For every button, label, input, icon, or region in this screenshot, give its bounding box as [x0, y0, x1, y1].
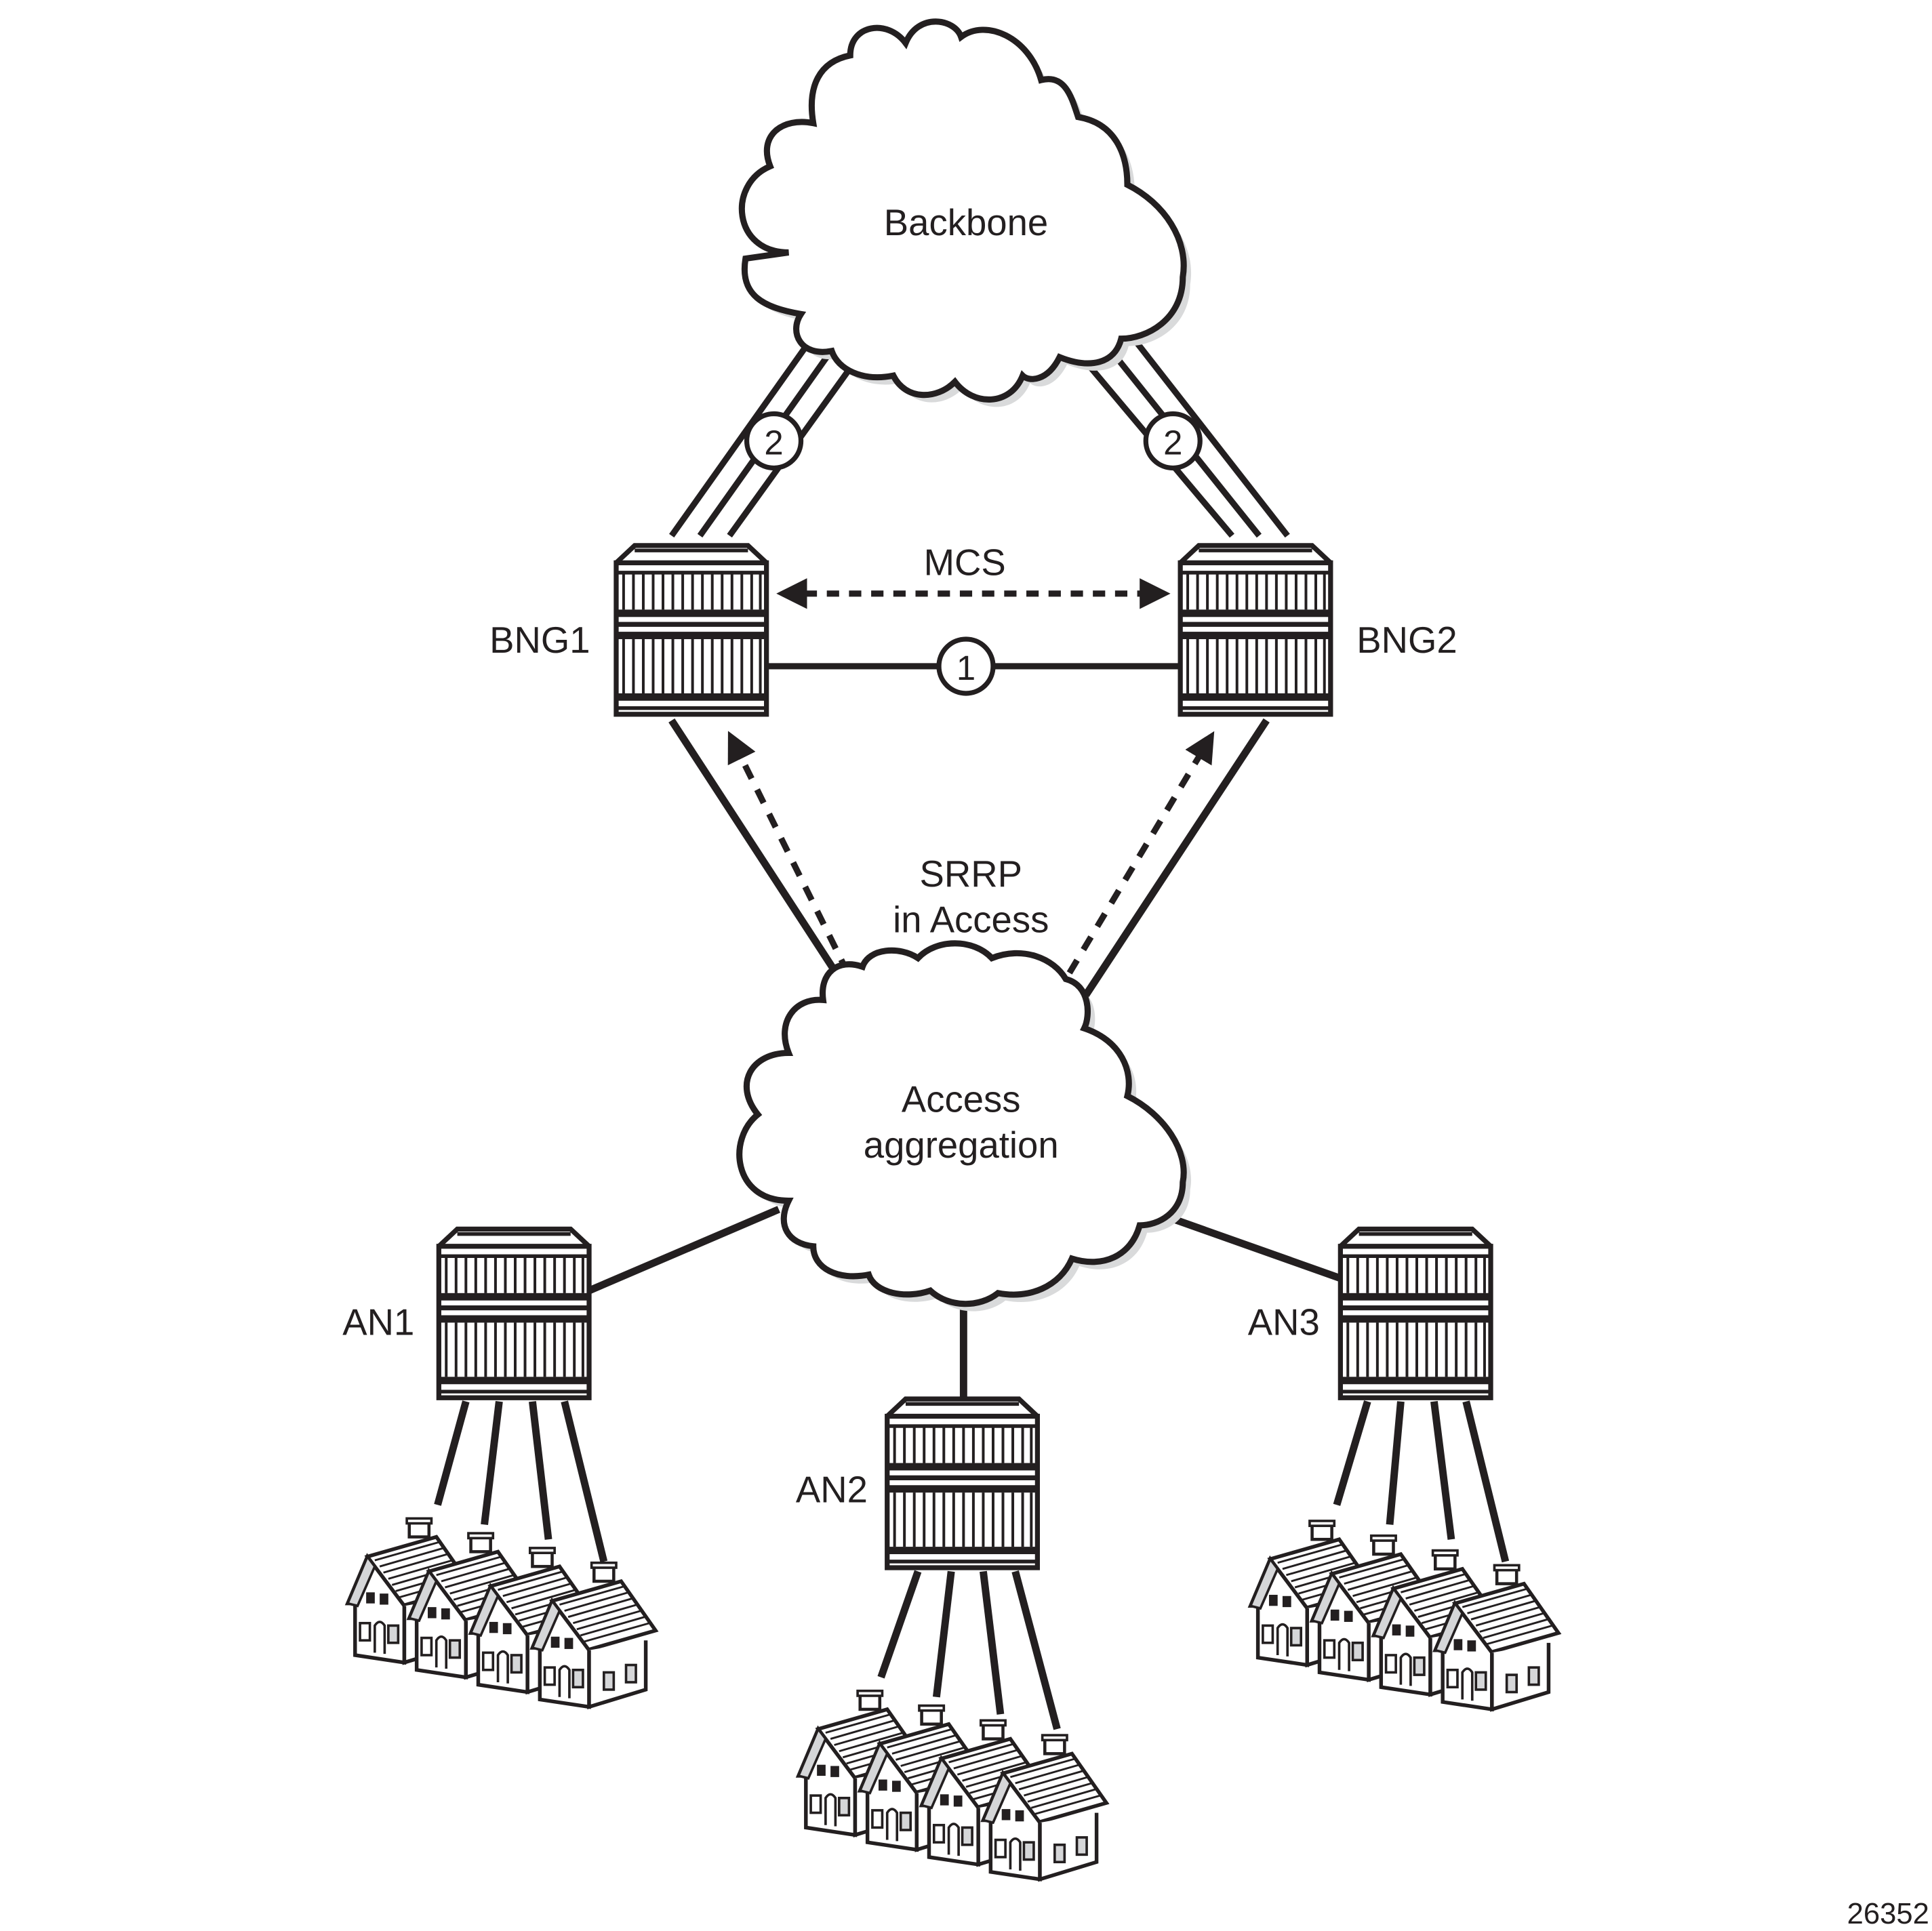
an2-houses [799, 1691, 1106, 1879]
access-aggregation-cloud: Access aggregation [736, 940, 1192, 1312]
mcs-link: MCS [776, 542, 1171, 609]
bng2-router[interactable] [1180, 546, 1331, 714]
an1-drop-lines [434, 1400, 608, 1563]
bng1-label: BNG1 [489, 619, 590, 661]
bng-interlink: 1 [766, 636, 1181, 696]
access-label-line2: aggregation [864, 1124, 1059, 1166]
srrp-arrow-right [1066, 731, 1215, 975]
backbone-label: Backbone [884, 202, 1048, 243]
srrp-label-line1: SRRP [920, 853, 1022, 895]
interlink-marker: 1 [957, 649, 975, 687]
access-an3-link [1144, 1206, 1342, 1282]
srrp-arrow-left [727, 731, 851, 975]
bng2-access-link [1081, 718, 1270, 1000]
uplink-marker-left: 2 [744, 411, 804, 471]
an1-node[interactable] [439, 1229, 589, 1398]
an2-label: AN2 [796, 1469, 868, 1511]
backbone-cloud: Backbone [738, 18, 1192, 407]
an3-label: AN3 [1248, 1302, 1320, 1343]
bng1-access-link [668, 718, 847, 988]
srrp-label-line2: in Access [893, 899, 1049, 940]
bng2-label: BNG2 [1356, 619, 1457, 661]
an2-drop-lines [877, 1570, 1061, 1730]
mcs-label: MCS [924, 542, 1006, 584]
access-an1-link [587, 1206, 780, 1295]
an3-drop-lines [1333, 1400, 1510, 1563]
an1-label: AN1 [342, 1302, 414, 1343]
uplink-marker-right: 2 [1143, 411, 1203, 471]
an3-houses [1251, 1521, 1558, 1709]
bng1-router[interactable] [616, 546, 767, 714]
svg-text:2: 2 [1163, 423, 1182, 462]
figure-id: 26352 [1847, 1898, 1929, 1930]
an1-houses [348, 1518, 656, 1707]
an2-node[interactable] [887, 1399, 1038, 1568]
svg-text:2: 2 [764, 423, 783, 462]
access-label-line1: Access [902, 1079, 1021, 1120]
an3-node[interactable] [1340, 1229, 1491, 1398]
